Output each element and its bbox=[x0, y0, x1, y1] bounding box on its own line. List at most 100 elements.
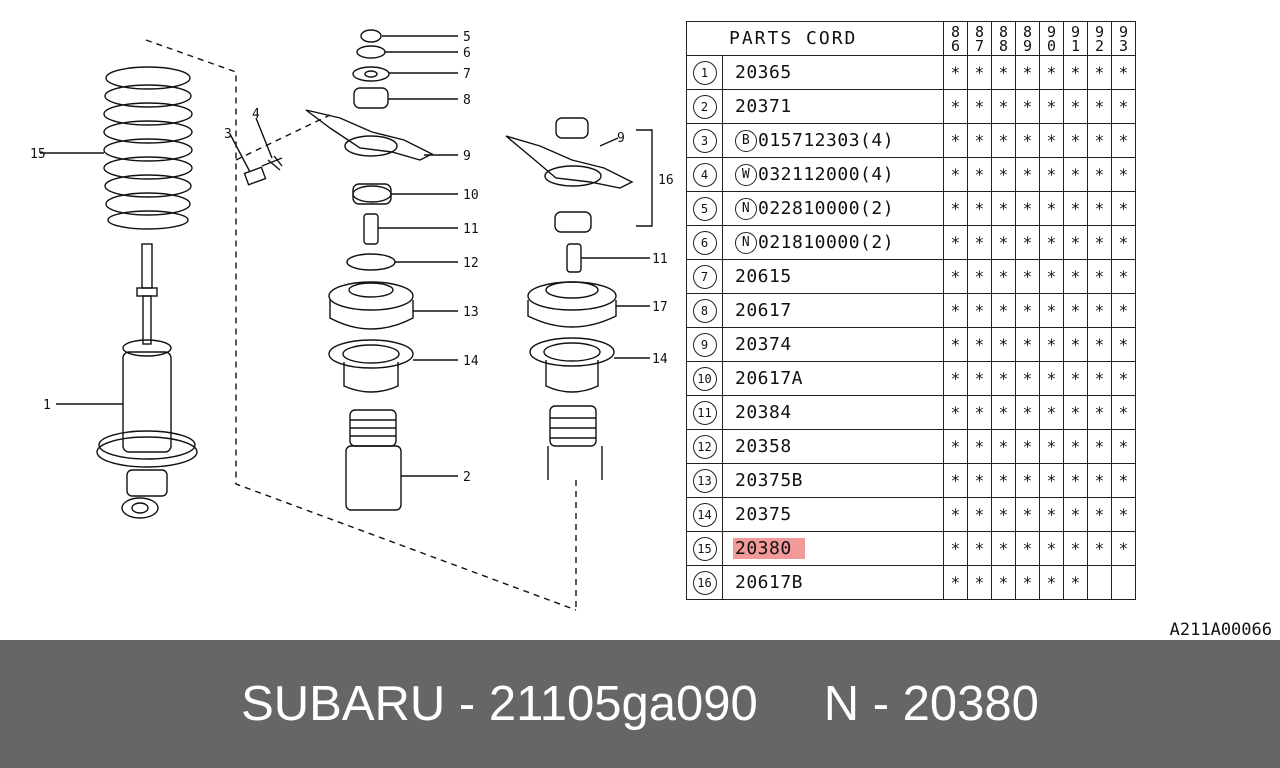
year-mark: * bbox=[1015, 361, 1040, 396]
part-number: 022810000(2) bbox=[758, 197, 895, 219]
year-mark: * bbox=[943, 259, 968, 294]
year-mark: * bbox=[991, 259, 1016, 294]
year-mark: * bbox=[1087, 157, 1112, 192]
part-number-cell: 20617 bbox=[722, 293, 944, 328]
year-mark: * bbox=[967, 293, 992, 328]
part-number: 20384 bbox=[735, 402, 792, 423]
shock-absorber bbox=[96, 243, 198, 519]
part-prefix: B bbox=[735, 129, 757, 152]
part-number: 20617 bbox=[735, 300, 792, 321]
row-number-cell: 2 bbox=[686, 89, 723, 124]
year-mark: * bbox=[1111, 225, 1136, 260]
row-number: 2 bbox=[692, 94, 717, 119]
year-mark: * bbox=[1087, 327, 1112, 362]
year-mark: * bbox=[1039, 191, 1064, 226]
part-number: 20375B bbox=[735, 470, 804, 491]
alt-mount-stack bbox=[505, 117, 653, 480]
year-mark: * bbox=[1039, 259, 1064, 294]
year-mark bbox=[1111, 565, 1136, 600]
row-number-cell: 13 bbox=[686, 463, 723, 498]
year-mark: * bbox=[1111, 191, 1136, 226]
row-number: 15 bbox=[692, 536, 717, 561]
year-mark: * bbox=[967, 123, 992, 158]
year-mark: * bbox=[943, 191, 968, 226]
year-mark: * bbox=[1039, 225, 1064, 260]
year-mark: * bbox=[1015, 565, 1040, 600]
part-prefix: W bbox=[735, 163, 757, 186]
year-mark: * bbox=[1111, 55, 1136, 90]
year-mark: * bbox=[991, 361, 1016, 396]
bolt-washer bbox=[243, 155, 283, 186]
year-mark: * bbox=[1087, 259, 1112, 294]
part-prefix: N bbox=[735, 197, 757, 220]
year-mark: * bbox=[967, 531, 992, 566]
part-number: 015712303(4) bbox=[758, 129, 895, 151]
year-mark: * bbox=[1015, 327, 1040, 362]
year-mark: * bbox=[1039, 361, 1064, 396]
year-mark: * bbox=[991, 225, 1016, 260]
table-title: PARTS CORD bbox=[686, 21, 944, 56]
part-number-cell: 20617B bbox=[722, 565, 944, 600]
row-number: 7 bbox=[692, 264, 717, 289]
row-number: 13 bbox=[692, 468, 717, 493]
year-mark: * bbox=[967, 565, 992, 600]
year-mark: * bbox=[1039, 497, 1064, 532]
year-mark: * bbox=[943, 395, 968, 430]
part-number-cell: 20615 bbox=[722, 259, 944, 294]
part-number-cell: 20358 bbox=[722, 429, 944, 464]
row-number-cell: 10 bbox=[686, 361, 723, 396]
upper-mount-stack bbox=[305, 29, 434, 511]
year-mark: * bbox=[1087, 531, 1112, 566]
callout-label: 17 bbox=[652, 300, 668, 315]
part-number-cell: 20371 bbox=[722, 89, 944, 124]
year-mark: * bbox=[1039, 565, 1064, 600]
year-mark: * bbox=[967, 157, 992, 192]
year-mark: * bbox=[1063, 191, 1088, 226]
year-mark: * bbox=[967, 55, 992, 90]
year-mark: * bbox=[991, 55, 1016, 90]
year-mark: * bbox=[943, 361, 968, 396]
part-code: N - 20380 bbox=[823, 677, 1039, 731]
year-mark: * bbox=[943, 123, 968, 158]
callout-label: 16 bbox=[658, 173, 674, 188]
year-mark: * bbox=[1087, 191, 1112, 226]
year-mark: * bbox=[967, 361, 992, 396]
year-mark: * bbox=[1039, 395, 1064, 430]
row-number-cell: 1 bbox=[686, 55, 723, 90]
year-mark: * bbox=[1039, 429, 1064, 464]
row-number-cell: 11 bbox=[686, 395, 723, 430]
part-number-cell: 20375B bbox=[722, 463, 944, 498]
year-mark: * bbox=[1039, 55, 1064, 90]
year-mark: * bbox=[1087, 463, 1112, 498]
year-mark: * bbox=[1063, 531, 1088, 566]
year-mark: * bbox=[967, 429, 992, 464]
year-mark: * bbox=[1015, 157, 1040, 192]
year-mark: * bbox=[967, 191, 992, 226]
callout-label: 7 bbox=[463, 67, 471, 82]
row-number: 5 bbox=[692, 196, 717, 221]
row-number: 16 bbox=[692, 570, 717, 595]
row-number: 6 bbox=[692, 230, 717, 255]
part-number: 20615 bbox=[735, 266, 792, 287]
callout-label: 8 bbox=[463, 93, 471, 108]
year-mark: * bbox=[943, 565, 968, 600]
year-mark: * bbox=[1111, 327, 1136, 362]
callout-label: 11 bbox=[463, 222, 479, 237]
callout-label: 4 bbox=[252, 107, 260, 122]
year-mark: * bbox=[1039, 463, 1064, 498]
part-number-cell: 20384 bbox=[722, 395, 944, 430]
coil-spring bbox=[103, 66, 193, 230]
